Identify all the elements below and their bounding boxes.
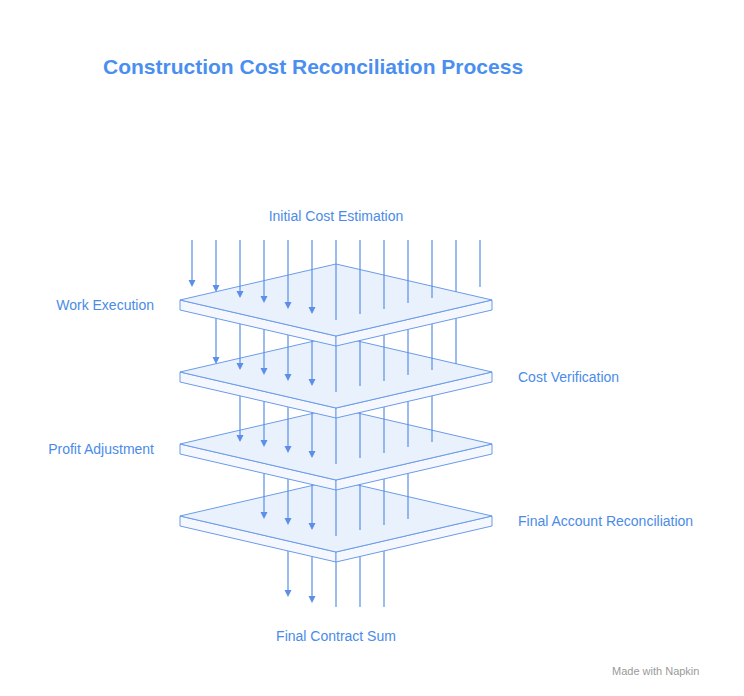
step-label: Profit Adjustment [48, 440, 154, 458]
end-label: Final Contract Sum [276, 627, 396, 645]
process-layer: Work Execution [180, 264, 492, 346]
plate-outline [180, 480, 492, 562]
start-label: Initial Cost Estimation [269, 207, 404, 225]
watermark: Made with Napkin [612, 662, 699, 680]
diagram-title: Construction Cost Reconciliation Process [103, 54, 523, 80]
plate-outline [180, 336, 492, 418]
process-layer: Cost Verification [180, 336, 492, 418]
step-label: Final Account Reconciliation [518, 512, 693, 530]
plate-top [180, 336, 492, 408]
process-layer: Final Account Reconciliation [180, 480, 492, 562]
plate-outline [180, 408, 492, 490]
step-label: Work Execution [56, 296, 154, 314]
plate-top [180, 264, 492, 336]
plate-outline [180, 264, 492, 346]
plate-top [180, 408, 492, 480]
arrow-head [285, 590, 316, 603]
process-layer: Profit Adjustment [180, 408, 492, 490]
plate-top [180, 480, 492, 552]
step-label: Cost Verification [518, 368, 619, 386]
